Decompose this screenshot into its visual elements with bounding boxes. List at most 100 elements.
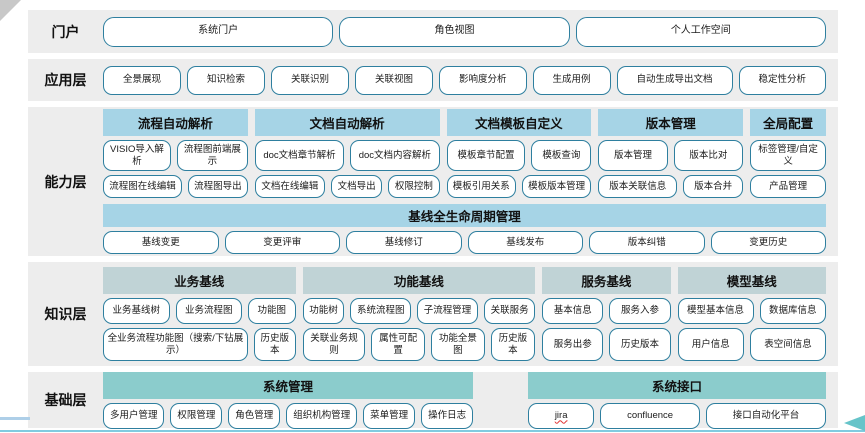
group-capability-3: 版本管理版本管理版本比对版本关联信息版本合并	[598, 109, 744, 198]
group-knowledge-0: 业务基线业务基线树业务流程图功能图全业务流程功能图（搜索/下钻展示）历史版本	[103, 267, 296, 361]
module-button: 生成用例	[532, 65, 611, 95]
layer-band-application: 应用层全景展现知识检索关联识别关联视图影响度分析生成用例自动生成导出文档稳定性分…	[28, 59, 838, 101]
module-button: jira	[528, 402, 595, 429]
group-header: 模型基线	[677, 267, 826, 294]
layer-body: 流程自动解析 VISIO导入解析流程图前端展示流程图在线编辑流程图导出 文档自动解析…	[103, 107, 838, 256]
module-button: 用户信息	[677, 328, 745, 361]
module-button: 系统流程图	[350, 298, 412, 324]
group-header: 系统接口	[528, 371, 826, 399]
module-button: 表空间信息	[750, 328, 826, 361]
module-button: 流程图前端展示	[176, 140, 248, 171]
module-button: 变更评审	[224, 231, 340, 254]
layer-label-portal: 门户	[51, 23, 80, 40]
button-row: 版本管理版本比对	[598, 140, 744, 171]
left-arrow-icon	[844, 415, 865, 431]
left-accent-line	[0, 417, 30, 420]
button-row: 标签管理/自定义	[750, 140, 827, 171]
module-button: 功能树	[302, 298, 345, 324]
module-button: 组织机构管理	[286, 402, 358, 429]
module-button: 文档在线编辑	[254, 175, 326, 198]
group-capability-2: 文档模板自定义模板章节配置模板查询模板引用关系模板版本管理	[446, 109, 592, 198]
group-foundation-0: 系统管理多用户管理权限管理角色管理组织机构管理菜单管理操作日志	[103, 371, 474, 429]
group-header: 文档自动解析	[254, 109, 440, 136]
layer-label-foundation: 基础层	[44, 392, 87, 408]
module-button: 流程图在线编辑	[103, 175, 182, 198]
module-button: 角色管理	[228, 402, 281, 429]
module-button: 版本合并	[683, 175, 744, 198]
module-button: 版本纠错	[589, 231, 705, 254]
button-row: 模型基本信息数据库信息	[677, 298, 826, 324]
module-button: 关联视图	[355, 65, 433, 95]
group-header: 流程自动解析	[103, 109, 248, 136]
group-capability-0: 流程自动解析 VISIO导入解析流程图前端展示流程图在线编辑流程图导出	[103, 109, 248, 198]
module-button: 全景展现	[103, 65, 181, 95]
button-row: 关联业务规则属性可配置功能全景图历史版本	[302, 328, 536, 361]
corner-fold-decoration	[0, 0, 21, 21]
module-button: 多用户管理	[103, 402, 165, 429]
module-button: doc文档内容解析	[350, 140, 440, 171]
module-button: 模板版本管理	[521, 175, 592, 198]
group-row: 流程自动解析 VISIO导入解析流程图前端展示流程图在线编辑流程图导出 文档自动解析…	[103, 109, 827, 198]
button-row: 流程图在线编辑流程图导出	[103, 175, 248, 198]
button-row: VISIO导入解析流程图前端展示	[103, 140, 248, 171]
button-row: 版本关联信息版本合并	[598, 175, 744, 198]
module-button: 接口自动化平台	[705, 402, 827, 429]
module-button: 数据库信息	[759, 298, 826, 324]
bottom-accent-line	[0, 429, 865, 432]
layer-body: 全景展现知识检索关联识别关联视图影响度分析生成用例自动生成导出文档稳定性分析	[103, 59, 838, 101]
button-row: 基本信息服务入参	[542, 298, 671, 324]
group-header: 业务基线	[103, 267, 296, 294]
module-button: doc文档章节解析	[254, 140, 345, 171]
module-button: 基线修订	[346, 231, 462, 254]
module-button: 权限控制	[388, 175, 440, 198]
module-button: 版本比对	[673, 140, 744, 171]
module-button: 属性可配置	[371, 328, 425, 361]
button-row: 全业务流程功能图（搜索/下钻展示）历史版本	[103, 328, 296, 361]
group-header: 版本管理	[598, 109, 744, 136]
button-row: 用户信息表空间信息	[677, 328, 826, 361]
group-knowledge-3: 模型基线模型基本信息数据库信息用户信息表空间信息	[677, 267, 826, 361]
group-header: 系统管理	[103, 371, 473, 399]
button-row: 模板章节配置模板查询	[446, 140, 592, 171]
button-row: 模板引用关系模板版本管理	[446, 175, 592, 198]
layer-body: 系统门户角色视图个人工作空间	[103, 10, 838, 53]
layer-band-capability: 能力层 流程自动解析 VISIO导入解析流程图前端展示流程图在线编辑流程图导出 文档自…	[28, 107, 838, 256]
group-row: 业务基线业务基线树业务流程图功能图全业务流程功能图（搜索/下钻展示）历史版本功能…	[103, 267, 826, 361]
module-button: 权限管理	[170, 402, 223, 429]
module-button: 全业务流程功能图（搜索/下钻展示）	[103, 328, 248, 361]
group-header: 全局配置	[750, 109, 827, 136]
button-row: 功能树系统流程图子流程管理关联服务	[302, 298, 536, 324]
module-button: 业务基线树	[103, 298, 170, 324]
button-row: 基线变更变更评审基线修订基线发布版本纠错变更历史	[103, 231, 826, 254]
module-button: 模板章节配置	[446, 140, 526, 171]
module-button: 业务流程图	[175, 298, 243, 324]
module-button: 角色视图	[339, 16, 570, 47]
layer-label-application: 应用层	[44, 72, 87, 88]
module-button: 稳定性分析	[738, 65, 826, 95]
module-button: 历史版本	[253, 328, 296, 361]
module-button: 产品管理	[750, 175, 827, 198]
module-button: 自动生成导出文档	[616, 65, 733, 95]
module-button: 标签管理/自定义	[750, 140, 827, 171]
module-button: 系统门户	[103, 16, 334, 47]
layer-band-knowledge: 知识层业务基线业务基线树业务流程图功能图全业务流程功能图（搜索/下钻展示）历史版…	[28, 262, 838, 366]
module-button: 历史版本	[490, 328, 536, 361]
module-button: 菜单管理	[363, 402, 416, 429]
module-button: 版本关联信息	[598, 175, 678, 198]
module-button: VISIO导入解析	[103, 140, 171, 171]
module-button: 模型基本信息	[677, 298, 754, 324]
module-button: 服务出参	[542, 328, 604, 361]
module-button: 关联识别	[271, 65, 349, 95]
layer-label-capability: 能力层	[44, 173, 87, 190]
layer-band-portal: 门户 系统门户角色视图个人工作空间	[28, 10, 838, 53]
button-row: 全景展现知识检索关联识别关联视图影响度分析生成用例自动生成导出文档稳定性分析	[103, 65, 826, 95]
module-button: 个人工作空间	[575, 16, 826, 47]
